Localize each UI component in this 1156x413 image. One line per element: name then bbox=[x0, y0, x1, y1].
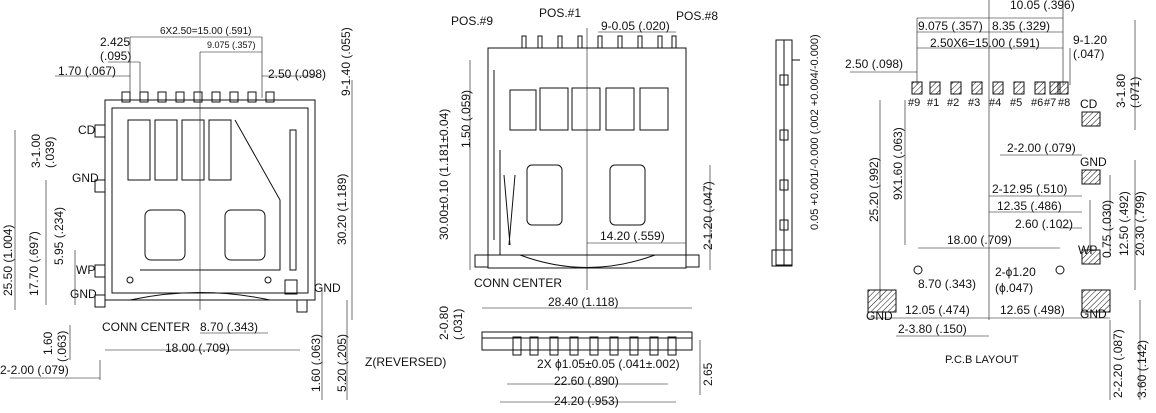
left-d2425a: 2.425 bbox=[100, 35, 130, 49]
pcb-gnd-right: GND bbox=[1080, 307, 1107, 321]
pin-tabs bbox=[121, 91, 275, 103]
pcb-d835: 8.35 (.329) bbox=[992, 19, 1050, 33]
center-zrev: Z(REVERSED) bbox=[365, 355, 446, 369]
pcb-d870: 8.70 (.343) bbox=[918, 277, 976, 291]
pin-label: #7 bbox=[1044, 97, 1056, 109]
side-view: 0.05 +0.001/-0.000 (.002 +0.004/-0.000) bbox=[771, 34, 821, 267]
center-d120: 2-1.20 (.047) bbox=[701, 181, 715, 250]
left-d140: 9-1.40 (.055) bbox=[339, 27, 353, 96]
left-d870: 8.70 (.343) bbox=[200, 320, 258, 334]
center-d1420: 14.20 (.559) bbox=[600, 229, 665, 243]
left-cd-label: CD bbox=[78, 123, 96, 137]
pcb-d3180a: 3-1.80 bbox=[1114, 74, 1128, 108]
pcb-view: #9 #1 #2 #3 #4 #5 #6 #7 #8 bbox=[845, 0, 1149, 400]
pcb-d1005: 10.05 (.396) bbox=[1010, 0, 1075, 12]
pcb-d2200: 2-2.00 (.079) bbox=[1007, 141, 1076, 155]
pcb-gnd-left: GND bbox=[866, 309, 893, 323]
left-d160a: 1.60 bbox=[41, 331, 55, 355]
left-d3020: 30.20 (1.189) bbox=[335, 174, 349, 245]
pcb-d260: 2.60 (.102) bbox=[1015, 217, 1073, 231]
pcb-d075: 0.75 (.030) bbox=[1100, 200, 1114, 258]
left-d1800: 18.00 (.709) bbox=[165, 341, 230, 355]
left-d170: 1.70 (.067) bbox=[58, 64, 116, 78]
center-d265: 2.65 bbox=[701, 362, 715, 386]
left-d3100b: (.039) bbox=[43, 137, 57, 168]
pcb-d2phib: (ϕ.047) bbox=[995, 281, 1033, 295]
left-gnd1-label: GND bbox=[72, 171, 99, 185]
center-hole: 2X ϕ1.05±0.05 (.041±.002) bbox=[537, 357, 680, 371]
pcb-d9x160: 9X1.60 (.063) bbox=[891, 127, 905, 200]
left-d3100a: 3-1.00 bbox=[29, 134, 43, 168]
pin-label: #9 bbox=[908, 97, 920, 109]
center-d2260: 22.60 (.890) bbox=[554, 374, 619, 388]
pcb-d1205: 12.05 (.474) bbox=[905, 303, 970, 317]
pcb-cd-label: CD bbox=[1080, 97, 1098, 111]
center-conn-center: CONN CENTER bbox=[474, 276, 562, 290]
pin-label: #4 bbox=[989, 97, 1001, 109]
center-d080a: 2-0.80 bbox=[437, 306, 451, 340]
left-d2550: 25.50 (1.004) bbox=[1, 225, 15, 296]
pcb-d2520: 25.20 (.992) bbox=[867, 157, 881, 222]
pcb-pin-labels: #9 #1 #2 #3 #4 #5 #6 #7 #8 bbox=[908, 97, 1070, 109]
pin-label: #6 bbox=[1031, 97, 1043, 109]
pcb-wp-label: WP bbox=[1078, 243, 1097, 257]
pcb-d2380: 2-3.80 (.150) bbox=[898, 322, 967, 336]
pin-label: #3 bbox=[968, 97, 980, 109]
center-pins bbox=[521, 35, 677, 49]
pcb-d250: 2.50 (.098) bbox=[845, 57, 903, 71]
left-wp-label: WP bbox=[76, 263, 95, 277]
center-d3000: 30.00±0.10 (1.181±0.04) bbox=[437, 109, 451, 240]
pcb-d1235: 12.35 (.486) bbox=[997, 199, 1062, 213]
left-d520: 5.20 (.205) bbox=[335, 334, 349, 392]
left-gnd2-label: GND bbox=[70, 287, 97, 301]
center-pitch: 9-0.05 (.020) bbox=[601, 19, 670, 33]
center-d2840: 28.40 (1.118) bbox=[548, 295, 619, 309]
center-d150: 1.50 (.059) bbox=[459, 90, 473, 148]
pcb-d2220: 2-2.20 (.087) bbox=[1111, 329, 1125, 398]
left-d160b: (.063) bbox=[55, 331, 69, 362]
center-pos8: POS.#8 bbox=[676, 9, 718, 23]
pcb-d360: 3.60 (.142) bbox=[1135, 340, 1149, 398]
center-pos1: POS.#1 bbox=[539, 6, 581, 20]
side-tolerance: 0.05 +0.001/-0.000 (.002 +0.004/-0.000) bbox=[809, 34, 821, 230]
left-d200: 2-2.00 (.079) bbox=[0, 363, 69, 377]
pcb-d21295: 2-12.95 (.510) bbox=[992, 182, 1067, 196]
left-d2425b: (.095) bbox=[100, 49, 131, 63]
pcb-d1800: 18.00 (.709) bbox=[947, 233, 1012, 247]
pin-label: #1 bbox=[927, 97, 939, 109]
pin-label: #8 bbox=[1058, 97, 1070, 109]
center-view: POS.#9 POS.#1 POS.#8 9-0.05 (.020) 1.50 … bbox=[365, 6, 718, 408]
pcb-d2030: 20.30 (.799) bbox=[1133, 191, 1147, 256]
center-d2420: 24.20 (.953) bbox=[554, 394, 619, 408]
pcb-d250x6: 2.50X6=15.00 (.591) bbox=[930, 36, 1040, 50]
left-gnd3-label: GND bbox=[314, 281, 341, 295]
center-pos9: POS.#9 bbox=[451, 14, 493, 28]
left-d160r: 1.60 (.063) bbox=[309, 334, 323, 392]
pcb-pad-row bbox=[911, 81, 1069, 95]
pcb-d2phia: 2-ϕ1.20 bbox=[995, 265, 1036, 279]
left-pitch-total: 6X2.50=15.00 (.591) bbox=[160, 26, 251, 37]
left-pitch-9075: 9.075 (.357) bbox=[207, 40, 256, 50]
left-d1770: 17.70 (.697) bbox=[27, 231, 41, 296]
pcb-title: P.C.B LAYOUT bbox=[945, 354, 1019, 366]
pcb-d1250: 12.50 (.492) bbox=[1117, 191, 1131, 256]
pcb-d9120b: (.047) bbox=[1073, 47, 1104, 61]
center-d080b: (.031) bbox=[451, 309, 465, 340]
pin-label: #2 bbox=[947, 97, 959, 109]
left-d595: 5.95 (.234) bbox=[52, 207, 66, 265]
pcb-gnd1-label: GND bbox=[1080, 155, 1107, 169]
pcb-d9120a: 9-1.20 bbox=[1073, 33, 1107, 47]
pcb-d9075: 9.075 (.357) bbox=[918, 19, 983, 33]
pcb-d3180b: (.071) bbox=[1128, 77, 1142, 108]
left-d250: 2.50 (.098) bbox=[268, 67, 326, 81]
pcb-d1265: 12.65 (.498) bbox=[1000, 303, 1065, 317]
left-view: 6X2.50=15.00 (.591) 9.075 (.357) 2.425 (… bbox=[0, 26, 353, 400]
pin-label: #5 bbox=[1010, 97, 1022, 109]
left-conn-center: CONN CENTER bbox=[102, 320, 190, 334]
